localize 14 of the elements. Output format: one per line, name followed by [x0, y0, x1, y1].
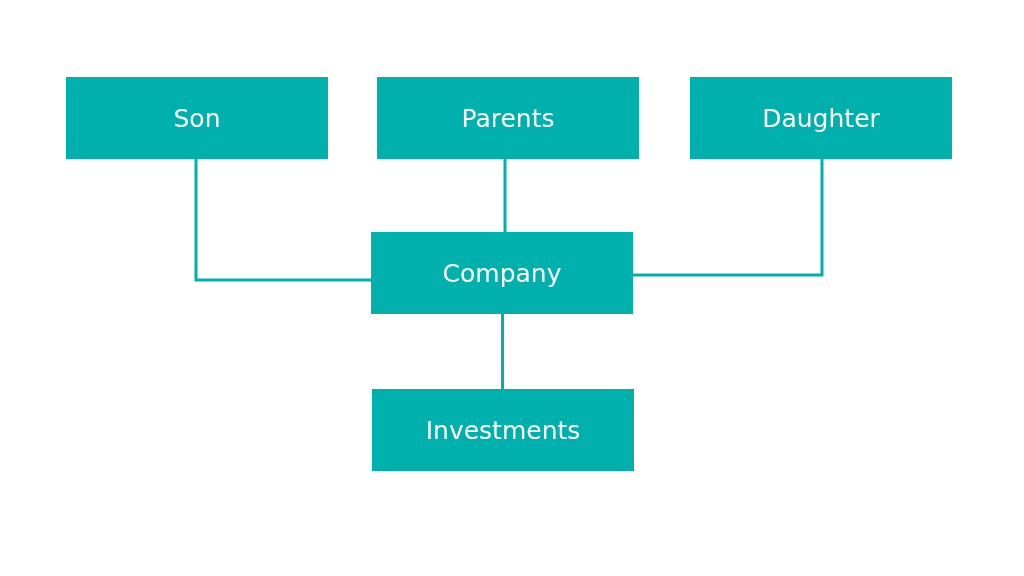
- person-box: [690, 77, 952, 159]
- node-label: Son: [173, 103, 221, 133]
- connector-line: [633, 159, 824, 277]
- connector-line: [503, 159, 507, 232]
- node-label: Company: [442, 258, 562, 288]
- node-label: Parents: [461, 103, 555, 133]
- connector-line: [194, 159, 371, 282]
- person-box: [66, 77, 328, 159]
- entity-box: [371, 232, 633, 314]
- connector-line: [501, 314, 504, 389]
- node-label: Daughter: [762, 103, 880, 133]
- person-box: [377, 77, 639, 159]
- asset-box: [372, 389, 634, 471]
- node-label: Investments: [425, 415, 581, 445]
